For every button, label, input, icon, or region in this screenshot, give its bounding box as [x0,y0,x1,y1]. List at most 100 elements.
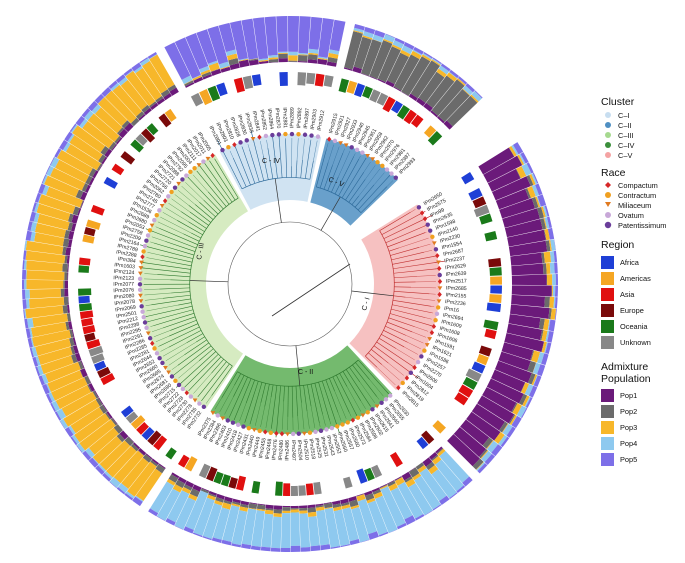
admixture-segment-pop2 [499,421,508,433]
tree-branch [263,156,269,180]
legend-cluster-c3: C–III [618,131,634,140]
admixture-segment-pop4 [241,508,257,546]
tree-branch [381,210,426,235]
admixture-segment-pop2 [142,454,152,463]
admixture-segment-pop4 [98,463,107,473]
admixture-segment-pop5 [25,328,31,339]
admixture-segment-pop5 [76,445,83,453]
region-tile-oceania [483,319,499,331]
tree-branch [169,323,199,337]
admixture-segment-pop4 [25,270,27,280]
admixture-segment-pop1 [210,68,222,76]
legend-cluster-c2: C–II [618,121,632,130]
clade-arc [241,177,310,190]
admixture-segment-pop3 [37,213,70,231]
admixture-segment-pop2 [349,499,359,508]
region-tile-oceania [146,123,159,136]
admixture-segment-pop2 [114,135,122,144]
admixture-segment-pop5 [414,514,425,521]
admixture-segment-pop5 [164,42,191,80]
region-tile-unknown [290,485,299,496]
admixture-segment-pop1 [508,240,548,257]
admixture-segment-pop2 [210,68,220,73]
race-marker-ovatum [152,217,157,223]
region-tile-asia [389,451,403,468]
admixture-segment-pop4 [79,118,88,129]
clade-stem [295,345,301,386]
race-marker-patentissimum [160,360,165,366]
tree-branch [300,159,303,178]
tree-branch [291,386,294,418]
admixture-segment-pop3 [328,52,339,59]
admixture-segment-pop1 [483,155,523,183]
admixture-segment-pop3 [82,121,114,149]
admixture-segment-pop1 [437,116,445,124]
admixture-segment-pop5 [131,62,142,72]
race-marker-contractum [226,145,231,150]
tree-branch [241,146,256,184]
race-marker-contractum [433,317,438,323]
admixture-segment-pop2 [541,252,545,264]
admixture-segment-pop2 [472,458,484,470]
admixture-segment-pop4 [516,405,527,418]
admixture-segment-pop1 [248,59,259,66]
admixture-segment-pop1 [138,114,146,121]
admixture-segment-pop5 [491,444,503,457]
admixture-segment-pop5 [45,393,53,404]
race-marker-patentissimum [419,354,424,359]
admixture-segment-pop5 [525,397,533,409]
tree-root-circle [227,221,353,347]
region-tile-africa [354,83,366,98]
admixture-segment-pop5 [432,57,442,65]
admixture-segment-pop3 [532,362,537,373]
race-marker-compactum [437,291,442,298]
tree-branch [329,378,335,391]
tree-branch [272,135,278,179]
admixture-segment-pop5 [87,100,98,112]
admixture-segment-pop2 [168,474,179,483]
admixture-segment-pop5 [535,183,543,196]
accession-label: IPm2295 [120,327,142,339]
admixture-segment-pop4 [212,507,230,540]
admixture-segment-pop2 [79,370,84,378]
admixture-segment-pop2 [108,141,117,151]
race-marker-miliaceum [424,343,430,348]
admixture-segment-pop4 [408,482,433,516]
admixture-segment-pop4 [42,185,50,196]
admixture-segment-pop2 [228,57,239,66]
race-marker-contractum [173,378,178,383]
admixture-segment-pop5 [310,545,321,552]
admixture-segment-pop2 [369,40,393,80]
clade-stem [351,290,394,297]
tree-branch-tip [160,347,169,352]
admixture-segment-pop4 [317,56,328,60]
tree-branch [275,385,282,438]
tree-branch [388,317,415,328]
tree-branch [345,369,371,407]
admixture-segment-pop3 [431,59,441,67]
race-marker-ovatum [145,233,151,238]
race-marker-miliaceum [250,137,256,142]
legend-race-contractum: Contractum [618,191,656,200]
admixture-segment-pop1 [106,411,113,419]
accession-label: IPm2069 [115,305,137,314]
admixture-segment-pop5 [41,174,47,184]
admixture-segment-pop1 [101,156,108,165]
admixture-segment-pop1 [216,493,225,500]
admixture-segment-pop2 [438,88,470,122]
admixture-segment-pop1 [511,263,544,276]
admixture-segment-pop4 [50,157,60,168]
admixture-segment-pop2 [426,75,455,109]
admixture-segment-pop1 [504,333,544,353]
admixture-segment-pop5 [378,531,389,537]
admixture-segment-pop3 [298,54,308,56]
admixture-segment-pop1 [65,247,71,256]
legend-cluster-c1: C–I [618,111,630,120]
tree-branch [379,212,411,231]
admixture-segment-pop5 [108,80,118,90]
admixture-segment-pop5 [22,299,27,309]
admixture-segment-pop4 [26,318,34,329]
admixture-segment-pop5 [94,93,105,104]
admixture-segment-pop2 [105,412,112,420]
tree-branch [267,148,274,179]
